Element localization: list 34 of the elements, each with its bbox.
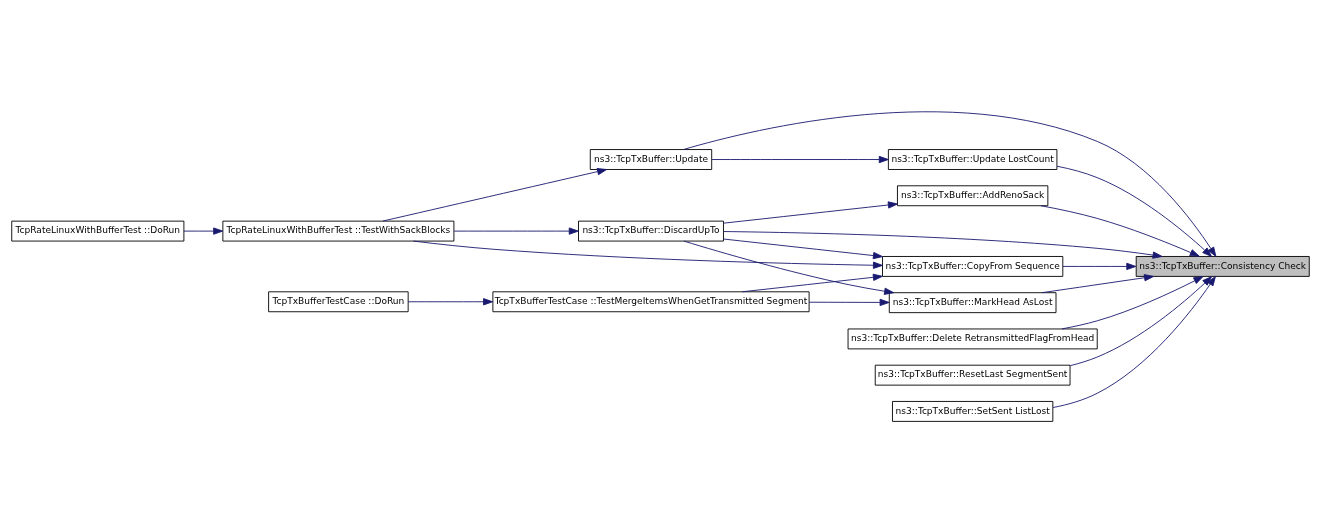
node-box: ns3::TcpTxBuffer::Update LostCount: [887, 148, 1058, 170]
node-box: TcpRateLinuxWithBufferTest ::DoRun: [11, 220, 185, 242]
arrow: [1041, 273, 1154, 293]
node-box: ns3::TcpTxBuffer::DiscardUpTo: [578, 220, 724, 242]
arrow: [723, 230, 1163, 259]
node-box: ns3::TcpTxBuffer::Delete RetransmittedFlagFromHead: [847, 328, 1098, 349]
node-box: ns3::TcpTxBuffer::Consistency Check: [1135, 255, 1310, 277]
arrow: [683, 240, 895, 295]
arrow: [741, 273, 883, 292]
node-box: ns3::TcpTxBuffer::ResetLast SegmentSent: [874, 364, 1071, 386]
arrow: [1052, 275, 1216, 408]
node-box: TcpRateLinuxWithBufferTest ::TestWithSackBlocks: [222, 220, 455, 242]
node-box: ns3::TcpTxBuffer::MarkHead AsLost: [888, 291, 1057, 313]
node-box: ns3::TcpTxBuffer::CopyFrom Sequence: [882, 255, 1064, 277]
arrow: [1061, 275, 1204, 329]
arrow: [453, 226, 579, 235]
arrow: [723, 200, 898, 224]
arrow: [1056, 165, 1212, 257]
arrow: [407, 297, 494, 305]
node-box: TcpTxBufferTestCase ::DoRun: [268, 290, 409, 312]
arrow: [412, 240, 883, 269]
arrow: [183, 226, 224, 235]
arrow: [1062, 262, 1137, 270]
arrow: [808, 298, 890, 306]
node-box: ns3::TcpTxBuffer::AddRenoSack: [897, 184, 1049, 206]
node-box: TcpTxBufferTestCase ::TestMergeItemsWhenGetTransmitted Segment: [492, 290, 810, 312]
node-box: ns3::TcpTxBuffer::Update: [589, 148, 713, 170]
arrow: [711, 155, 889, 163]
node-box: ns3::TcpTxBuffer::SetSent ListLost: [892, 400, 1054, 422]
arrow: [723, 238, 883, 259]
arrow: [1040, 204, 1200, 257]
arrow: [1069, 275, 1213, 366]
arrow: [682, 111, 1217, 257]
arrow: [382, 167, 608, 222]
